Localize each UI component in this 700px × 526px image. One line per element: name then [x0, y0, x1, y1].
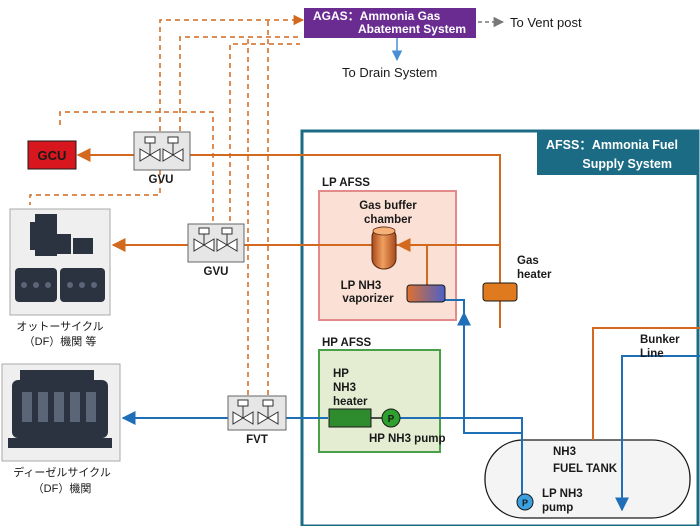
- vent-post-label: To Vent post: [510, 15, 582, 30]
- bunker-line: [615, 355, 700, 512]
- hp-nh3-pump: [381, 408, 401, 428]
- vaporizer-to-buffer-line: [396, 238, 428, 285]
- lp-nh3-pump: [516, 493, 534, 511]
- hp-heater-label-line2: NH3: [333, 382, 356, 394]
- liquid-lines: [121, 299, 700, 512]
- gas-heater: [482, 282, 518, 302]
- vent-line-gvu2-gcu: [59, 111, 214, 230]
- vent-line-gvu1: [159, 14, 305, 140]
- hp-afss-title: HP AFSS: [322, 337, 372, 349]
- drain-system-label: To Drain System: [342, 65, 437, 80]
- lp-nh3-vaporizer: [406, 284, 446, 303]
- gvu1-label: GVU: [149, 174, 174, 186]
- gvu-valve-unit-2: [187, 223, 245, 263]
- hp-heater-label-line3: heater: [333, 396, 368, 408]
- gas-heater-label-line2: heater: [517, 269, 552, 281]
- gcu-supply-line: [76, 148, 501, 285]
- afss-title-line1: AFSS：Ammonia Fuel: [546, 138, 678, 152]
- nh3-fuel-tank: [484, 439, 691, 519]
- vaporizer-label-line1: LP NH3: [341, 280, 382, 292]
- lp-pump-to-vaporizer-line: [457, 311, 523, 497]
- agas-title-line1: AGAS：Ammonia Gas: [313, 9, 441, 23]
- afss-title-line2: Supply System: [582, 157, 672, 171]
- hp-pump-label: HP NH3 pump: [369, 433, 445, 445]
- lp-pump-symbol: P: [522, 498, 528, 508]
- vent-line-gvu1-b: [179, 36, 300, 140]
- bunker-label-line2: Line: [640, 348, 664, 360]
- lp-pump-label-line1: LP NH3: [542, 488, 583, 500]
- buffer-label-line1: Gas buffer: [359, 200, 417, 212]
- gas-lines: [76, 148, 700, 440]
- hp-nh3-heater: [328, 408, 372, 428]
- hp-pump-symbol: P: [388, 414, 395, 425]
- fvt-valve-unit: [227, 395, 287, 431]
- tank-label-line1: NH3: [553, 446, 576, 458]
- diesel-engine-label-line1: ディーゼルサイクル: [13, 465, 111, 479]
- bunker-label-line1: Bunker: [640, 334, 680, 346]
- vaporizer-label-line2: vaporizer: [342, 293, 394, 305]
- agas-title-line2: Abatement System: [358, 22, 466, 36]
- buffer-label-line2: chamber: [364, 214, 412, 226]
- gvu-valve-unit-1: [133, 131, 191, 171]
- gas-heater-label-line1: Gas: [517, 255, 539, 267]
- diesel-cycle-engine-image: [1, 363, 121, 462]
- gas-buffer-chamber: [371, 226, 397, 270]
- vent-line-gvu2: [229, 43, 300, 230]
- agas-box: [304, 8, 476, 38]
- lp-afss-title: LP AFSS: [322, 177, 370, 189]
- vent-lines: [29, 14, 305, 395]
- vent-line-gvu1-engine: [29, 170, 161, 205]
- tank-vent-line: [592, 327, 700, 440]
- hp-afss-box: [318, 349, 441, 453]
- gvu2-label: GVU: [204, 266, 229, 278]
- otto-engine-label-line2: （DF）機関 等: [24, 334, 97, 348]
- tank-label-line2: FUEL TANK: [553, 463, 618, 475]
- pump-bypass-line: [464, 417, 523, 433]
- hp-heater-label-line1: HP: [333, 368, 349, 380]
- lp-pump-label-line2: pump: [542, 502, 573, 514]
- gcu-box: [27, 140, 77, 170]
- fvt-label: FVT: [246, 434, 268, 446]
- gcu-label: GCU: [38, 148, 67, 163]
- afss-header: [537, 131, 698, 175]
- otto-cycle-engine-image: [9, 208, 111, 316]
- otto-engine-label-line1: オットーサイクル: [16, 320, 103, 333]
- diesel-engine-label-line2: （DF）機関: [33, 481, 92, 495]
